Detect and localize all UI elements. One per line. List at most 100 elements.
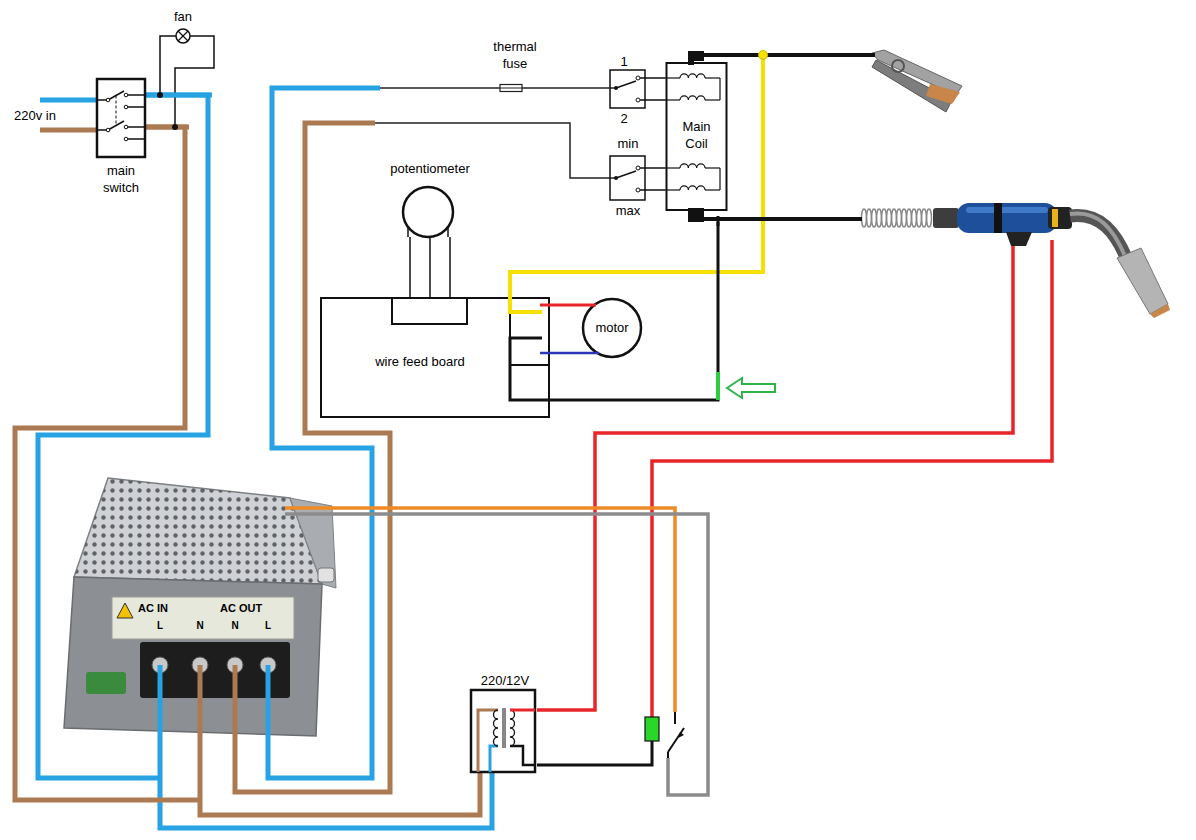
switch-position: max: [606, 202, 650, 219]
wire: [490, 746, 498, 772]
core-line: [503, 708, 504, 748]
torch-trigger: [1006, 232, 1032, 246]
motor-outline: [583, 299, 641, 357]
node-label: wire feed board: [360, 353, 480, 370]
wire: [128, 94, 145, 96]
wire-connector: [550, 352, 582, 355]
output-cable: [690, 217, 862, 221]
module-plate: [112, 597, 294, 639]
wire: [665, 77, 680, 78]
wire: [510, 746, 535, 765]
wire: [447, 227, 449, 237]
wire: [705, 189, 720, 190]
main-switch: main switch: [90, 78, 152, 198]
torch-handle: [957, 203, 1057, 233]
label-anchor: 2: [612, 110, 636, 127]
transformer-box: 220/12V: [468, 672, 542, 774]
mains-wire: [145, 125, 189, 130]
fan-symbol: [178, 31, 188, 41]
wire-feed-board: wire feed board: [320, 297, 550, 418]
module-top: [74, 478, 322, 584]
label-anchor: N: [192, 619, 208, 632]
trigger-wire: [537, 240, 1013, 710]
part-label: thermal fuse: [487, 38, 543, 72]
terminal-name: N: [192, 619, 208, 632]
wire: [166, 35, 176, 37]
knob-circle: [403, 187, 453, 237]
supply-label: 220v in: [14, 107, 74, 124]
wire-connector: [550, 304, 582, 307]
torch-neck: [1070, 215, 1128, 262]
switch-contact: [124, 93, 128, 97]
wire: [537, 741, 652, 765]
switch-contact: [636, 76, 640, 80]
wire: [665, 99, 680, 100]
switch-contact: [106, 128, 110, 132]
junction-dot: [172, 124, 178, 130]
winding-symbol: [510, 710, 515, 746]
wire: [705, 77, 720, 78]
label-anchor: L: [152, 619, 168, 632]
wire-connector: [550, 222, 718, 400]
switch-position: 2: [612, 110, 636, 127]
connector-block: [510, 298, 549, 365]
selector-switch: [610, 156, 645, 200]
switch-contact: [124, 125, 128, 129]
board-outline: [321, 298, 549, 417]
label-anchor: min: [606, 135, 650, 152]
wire: [128, 106, 145, 108]
torch-collar: [933, 208, 959, 228]
selector-switch: [610, 70, 645, 108]
module-vents: [74, 478, 322, 584]
inductor-symbol: [680, 164, 705, 168]
wire: [582, 352, 599, 355]
torch-neck: [1070, 213, 1125, 256]
switch-contact: [124, 137, 128, 141]
wire: [510, 297, 542, 312]
switch-link: [116, 96, 117, 126]
node-label: motor: [587, 319, 637, 336]
wire: [128, 126, 145, 128]
label-anchor: AC IN: [138, 601, 198, 615]
terminal-group-label: AC IN: [138, 601, 198, 615]
label-anchor: thermal fuse: [487, 38, 543, 72]
main-coil: Main Coil: [665, 52, 728, 222]
fan-symbol: [178, 31, 188, 41]
mains-wire: [145, 93, 212, 98]
mig-torch: [862, 203, 1171, 318]
earth-terminal: [86, 672, 126, 694]
relay-contact: [667, 752, 669, 758]
label-anchor: L: [260, 619, 276, 632]
wire: [540, 352, 550, 355]
connector-block: [392, 298, 467, 324]
switch-lever: [616, 171, 636, 178]
wire: [719, 78, 720, 100]
wire: [510, 338, 550, 400]
torch-cap: [1048, 207, 1072, 229]
inductor-symbol: [680, 186, 705, 190]
highlight-mark: [716, 372, 720, 400]
control-wire: [285, 514, 708, 795]
mains-wire: [40, 128, 97, 133]
warning-icon: [117, 603, 133, 618]
motor-circle: motor: [582, 298, 642, 358]
junction-dot: [759, 51, 768, 60]
wire: [665, 189, 680, 190]
wire: [705, 167, 720, 168]
wire: [128, 138, 145, 140]
torch-cap: [1052, 209, 1058, 227]
label-anchor: max: [606, 202, 650, 219]
fuse-symbol: [500, 85, 522, 92]
module-knob: [318, 568, 334, 582]
label-anchor: AC OUT: [220, 601, 286, 615]
inductor-symbol: [680, 74, 705, 78]
fuse-symbol: [500, 88, 522, 89]
switch-contact: [636, 98, 640, 102]
switch-position: 1: [612, 53, 636, 70]
relay-contact: [674, 712, 676, 724]
transformer-housing: [471, 690, 535, 772]
mains-wire: [15, 127, 200, 800]
terminal-name: L: [152, 619, 168, 632]
relay-coil: [645, 717, 659, 741]
